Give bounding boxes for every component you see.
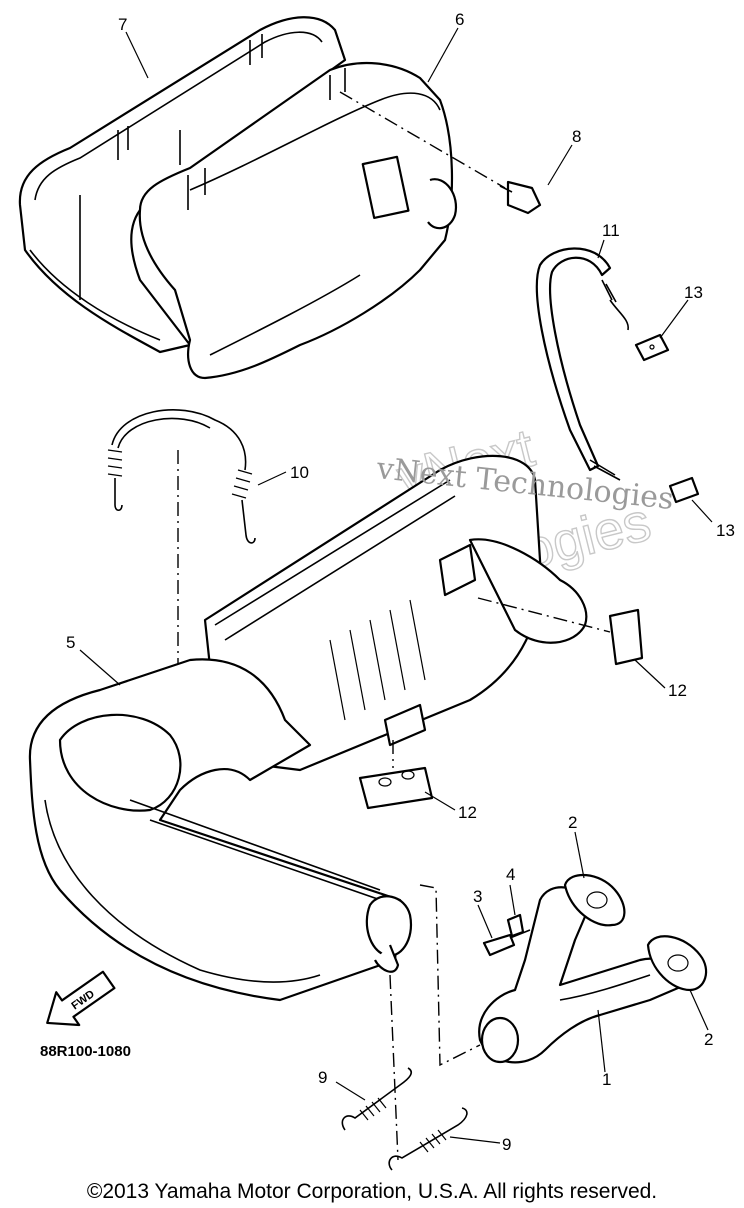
callout-8: 8 xyxy=(572,127,581,146)
callout-2-lower: 2 xyxy=(704,1030,713,1049)
callout-9-upper: 9 xyxy=(318,1068,327,1087)
diagram-code: 88R100-1080 xyxy=(40,1043,131,1060)
callout-12-right: 12 xyxy=(668,681,687,700)
part-2-gasket-lower xyxy=(646,935,708,992)
callout-2-upper: 2 xyxy=(568,813,577,832)
part-12-plate-right xyxy=(477,597,644,666)
callout-11: 11 xyxy=(602,221,620,240)
part-13-bracket-upper xyxy=(634,333,670,362)
part-4-stud xyxy=(506,913,525,938)
callout-5: 5 xyxy=(66,633,75,652)
pipe-guide-line xyxy=(419,884,481,1067)
callout-12-lower: 12 xyxy=(458,803,477,822)
callout-13-lower: 13 xyxy=(716,521,735,540)
part-6-muffler-cover xyxy=(138,61,458,380)
callout-9-lower: 9 xyxy=(502,1135,511,1154)
part-7-muffler-guard xyxy=(18,16,347,354)
callout-4: 4 xyxy=(506,865,515,884)
callout-7: 7 xyxy=(118,15,127,34)
callout-10: 10 xyxy=(290,463,309,482)
callout-13-upper: 13 xyxy=(684,283,703,302)
callouts: 7 6 8 11 13 13 10 5 12 12 2 4 3 2 1 9 9 … xyxy=(40,10,735,1154)
copyright-notice: ©2013 Yamaha Motor Corporation, U.S.A. A… xyxy=(86,1180,658,1203)
callout-1: 1 xyxy=(602,1070,611,1089)
leader-lines xyxy=(79,27,713,1144)
callout-6: 6 xyxy=(455,10,464,29)
part-8-bolt xyxy=(339,91,542,215)
part-13-bracket-lower xyxy=(668,476,700,504)
part-12-plate-lower xyxy=(358,740,434,810)
part-3-bolt xyxy=(482,929,531,957)
part-10-spring xyxy=(107,409,256,690)
callout-3: 3 xyxy=(473,887,482,906)
part-2-gasket-upper xyxy=(563,873,626,927)
part-11-spring xyxy=(535,247,629,481)
part-9-spring-upper xyxy=(341,1067,412,1131)
part-9-spring-lower xyxy=(388,1107,468,1171)
fwd-arrow-icon: FWD xyxy=(46,970,116,1027)
spring-guide-line xyxy=(389,974,399,1161)
part-5-muffler-assembly xyxy=(28,454,588,1002)
